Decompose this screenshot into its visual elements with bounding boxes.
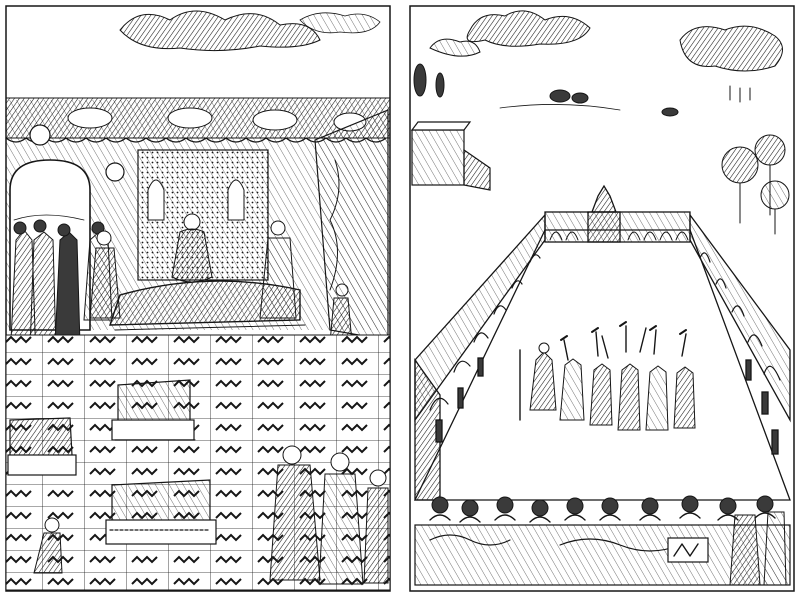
distant-trees [413, 63, 751, 117]
seated-ruler [171, 213, 213, 283]
orchard-trees [721, 134, 790, 235]
distant-building [410, 121, 491, 191]
spectators [429, 495, 787, 586]
throne-dais [109, 280, 306, 331]
right-panel [409, 5, 795, 592]
treasure-chests [7, 379, 217, 545]
procession-group [519, 321, 696, 431]
foreground-balustrade [414, 524, 791, 586]
right-clouds [429, 10, 783, 72]
foreground-figures [269, 445, 389, 585]
left-clouds [119, 10, 381, 52]
ornamental-frieze [5, 97, 391, 143]
left-panel [5, 5, 391, 592]
courtiers [89, 220, 353, 344]
kneeling-figure [33, 517, 63, 574]
